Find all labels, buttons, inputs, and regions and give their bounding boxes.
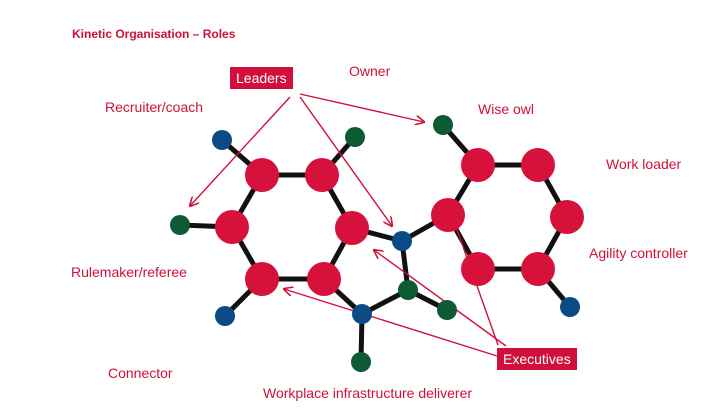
atom-green [433, 115, 453, 135]
atom-blue [392, 231, 412, 251]
atom-red [305, 158, 339, 192]
atom-red [461, 148, 495, 182]
atom-red [550, 200, 584, 234]
atom-red [431, 198, 465, 232]
atom-red [245, 262, 279, 296]
blue-atoms [212, 130, 580, 326]
leaders-tag: Leaders [230, 67, 293, 89]
atom-green [437, 300, 457, 320]
atom-blue [352, 304, 372, 324]
arrow-executives-to-hub [374, 250, 507, 347]
atom-green [351, 352, 371, 372]
role-wise-owl: Wise owl [478, 101, 535, 117]
atom-green [170, 215, 190, 235]
role-connector: Connector [108, 365, 173, 381]
atom-green [345, 127, 365, 147]
atom-red [521, 252, 555, 286]
atom-green [398, 280, 418, 300]
role-owner: Owner [349, 63, 391, 79]
bonds [177, 122, 573, 365]
green-atoms [170, 115, 457, 372]
executives-tag: Executives [497, 348, 577, 370]
atom-red [215, 210, 249, 244]
page-title: Kinetic Organisation – Roles [72, 27, 236, 41]
atom-blue [215, 306, 235, 326]
arrow-leaders-to-wise-owl [299, 93, 424, 122]
arrow-leaders-to-recruiter [190, 96, 291, 206]
role-recruiter-coach: Recruiter/coach [105, 99, 204, 115]
atom-red [335, 211, 369, 245]
atom-blue [560, 297, 580, 317]
role-workplace-infrastructure-deliverer: Workplace infrastructure deliverer [263, 385, 473, 401]
arrow-executives-to-connector [284, 289, 498, 357]
atom-red [461, 252, 495, 286]
role-agility-controller: Agility controller [589, 245, 688, 261]
role-work-loader: Work loader [606, 156, 682, 172]
atom-red [521, 148, 555, 182]
atom-red [245, 158, 279, 192]
atom-red [307, 262, 341, 296]
role-rulemaker-referee: Rulemaker/referee [71, 264, 187, 280]
red-atoms [215, 148, 584, 296]
atom-blue [212, 130, 232, 150]
arrow-leaders-to-hub [299, 96, 392, 226]
